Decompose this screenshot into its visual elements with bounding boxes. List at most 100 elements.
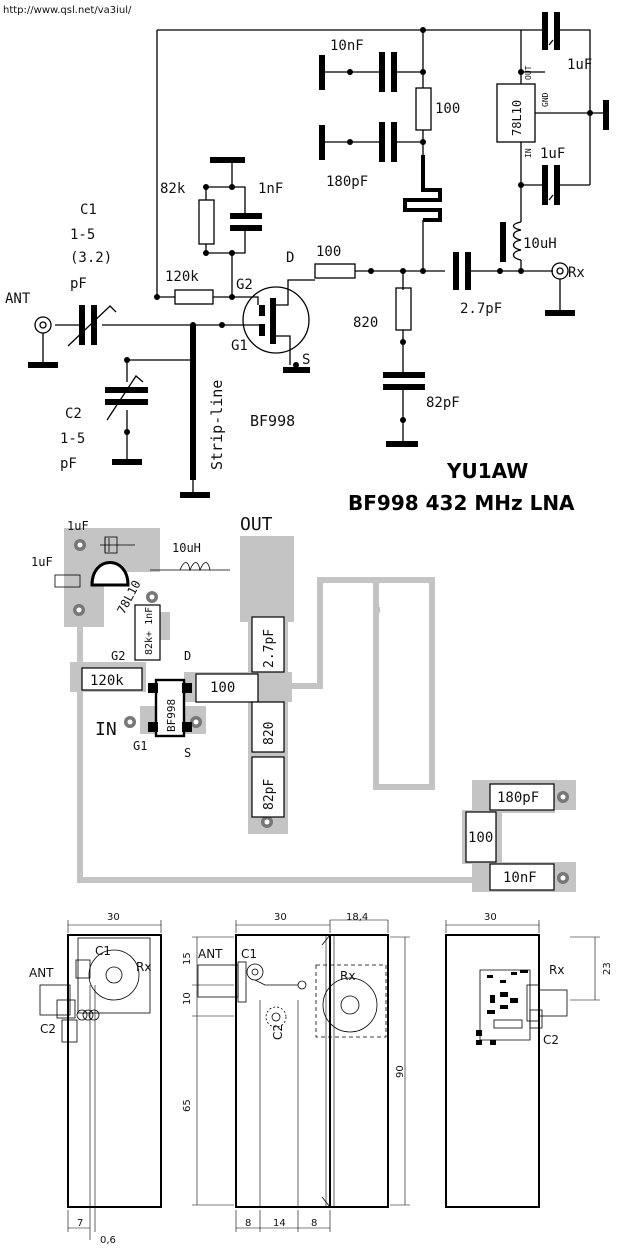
- pcb-label-d: D: [184, 649, 191, 663]
- v2-ant: ANT: [198, 947, 223, 961]
- label-2-7pf: 2.7pF: [460, 301, 502, 317]
- mechanical-view-3: 30 Rx C2 23: [445, 912, 613, 1208]
- mechanical-view-1: 30 ANT C1 Rx C2 7 0,6: [29, 912, 162, 1246]
- pcb-label-120k: 120k: [90, 673, 124, 689]
- label-1nf: 1nF: [258, 181, 283, 197]
- enclosure-back: [445, 934, 540, 1208]
- capacitor-1uf-top: [542, 12, 560, 50]
- resistor-820: [395, 287, 412, 331]
- resistor-82k: [198, 199, 215, 245]
- v2-h15: 15: [182, 952, 193, 965]
- label-c1: C1: [80, 202, 97, 218]
- inductor-10uh: [512, 221, 522, 261]
- v3-width: 30: [484, 912, 497, 923]
- pcb-label-out: OUT: [240, 514, 273, 535]
- v2-w8a: 8: [245, 1218, 251, 1229]
- v1-rx: Rx: [136, 960, 151, 974]
- schematic: ANT Rx C1 1-5 (3.2) pF C2 1-5 pF 120k 82…: [5, 12, 609, 498]
- pcb-label-s: S: [184, 746, 191, 760]
- source-url: http://www.qsl.net/va3iul/: [3, 5, 132, 16]
- label-g2: G2: [236, 277, 253, 293]
- label-bf998: BF998: [250, 412, 295, 430]
- v2-w8b: 8: [311, 1218, 317, 1229]
- v2-width: 30: [274, 912, 287, 923]
- resistor-100-supply: [415, 87, 432, 131]
- label-1uf-top: 1uF: [567, 57, 592, 73]
- mechanical-view-2: 30 18,4 ANT C1 C2 Rx 15 10 65 90 8 14 8: [182, 912, 410, 1232]
- capacitor-82pf: [383, 372, 425, 390]
- v1-w06: 0,6: [100, 1235, 116, 1246]
- pcb-label-10nf: 10nF: [503, 870, 537, 886]
- capacitor-c2: [105, 387, 148, 405]
- pcb-regulator-78l10: [90, 561, 130, 587]
- v2-c1: C1: [241, 947, 257, 961]
- label-reg-in: IN: [524, 148, 533, 158]
- v1-width: 30: [107, 912, 120, 923]
- transistor-bf998: [242, 286, 310, 354]
- capacitor-c1: [79, 305, 97, 345]
- label-820: 820: [353, 315, 378, 331]
- pcb-label-g1: G1: [133, 739, 147, 753]
- title-subtitle: BF998 432 MHz LNA: [348, 491, 575, 515]
- label-c2-unit: pF: [60, 456, 77, 472]
- v2-h90: 90: [395, 1065, 406, 1078]
- label-1uf-bottom: 1uF: [540, 146, 565, 162]
- pcb-label-82pf: 82pF: [262, 779, 277, 810]
- pcb-label-820: 820: [262, 722, 277, 745]
- title-author: YU1AW: [446, 459, 528, 483]
- label-10uh: 10uH: [523, 236, 557, 252]
- v1-ant: ANT: [29, 966, 54, 980]
- v2-depth: 18,4: [346, 912, 368, 923]
- v3-c2: C2: [543, 1033, 559, 1047]
- pcb-label-bf998: BF998: [165, 699, 178, 732]
- resistor-100-drain: [314, 263, 356, 279]
- label-s: S: [302, 352, 310, 368]
- pcb-label-180pf: 180pF: [497, 790, 539, 806]
- v2-rx: Rx: [340, 969, 355, 983]
- label-g1: G1: [231, 338, 248, 354]
- label-c1-range: 1-5: [70, 227, 95, 243]
- pcb-layout: 1uF 1uF 10uH OUT 78L10 82k+ 1nF G2 D 120…: [31, 514, 576, 892]
- rx-connector: [551, 262, 569, 280]
- label-10nf: 10nF: [330, 38, 364, 54]
- label-82k: 82k: [160, 181, 186, 197]
- capacitor-180pf: [379, 122, 397, 162]
- pcb-label-100: 100: [210, 680, 235, 696]
- pcb-label-2-7pf: 2.7pF: [262, 629, 277, 668]
- v1-c2: C2: [40, 1022, 56, 1036]
- label-strip-line: Strip-line: [208, 380, 226, 470]
- v2-h10: 10: [182, 992, 193, 1005]
- label-82pf: 82pF: [426, 395, 460, 411]
- label-c2-range: 1-5: [60, 431, 85, 447]
- v2-c2: C2: [271, 1024, 285, 1040]
- label-c2: C2: [65, 406, 82, 422]
- label-78l10: 78L10: [510, 100, 524, 136]
- pcb-inductor-10uh: [179, 562, 211, 572]
- pcb-label-1uf-b: 1uF: [31, 555, 53, 569]
- label-c1-value: (3.2): [70, 250, 112, 266]
- pcb-label-g2: G2: [111, 649, 125, 663]
- label-c1-unit: pF: [70, 276, 87, 292]
- v1-w7: 7: [77, 1218, 83, 1229]
- label-d: D: [286, 250, 294, 266]
- label-100-supply: 100: [435, 101, 460, 117]
- label-ant: ANT: [5, 291, 31, 307]
- pcb-label-82k-1nf: 82k+ 1nF: [144, 607, 155, 655]
- ant-connector: [34, 316, 52, 334]
- capacitor-10nf: [379, 52, 397, 92]
- capacitor-2-7pf: [453, 252, 471, 290]
- pcb-label-100-b: 100: [468, 830, 493, 846]
- label-reg-out: OUT: [524, 65, 533, 80]
- resistor-120k: [174, 289, 214, 305]
- capacitor-1uf-bottom: [542, 165, 560, 205]
- v1-c1: C1: [95, 944, 111, 958]
- v2-w14: 14: [273, 1218, 286, 1229]
- enclosure-front: [67, 934, 162, 1208]
- v3-rx: Rx: [549, 963, 564, 977]
- pcb-label-10uh: 10uH: [172, 541, 201, 555]
- label-reg-gnd: GND: [541, 92, 550, 107]
- pcb-label-1uf-a: 1uF: [67, 519, 89, 533]
- label-rx: Rx: [568, 265, 585, 281]
- label-100-drain: 100: [316, 244, 341, 260]
- label-180pf: 180pF: [326, 174, 368, 190]
